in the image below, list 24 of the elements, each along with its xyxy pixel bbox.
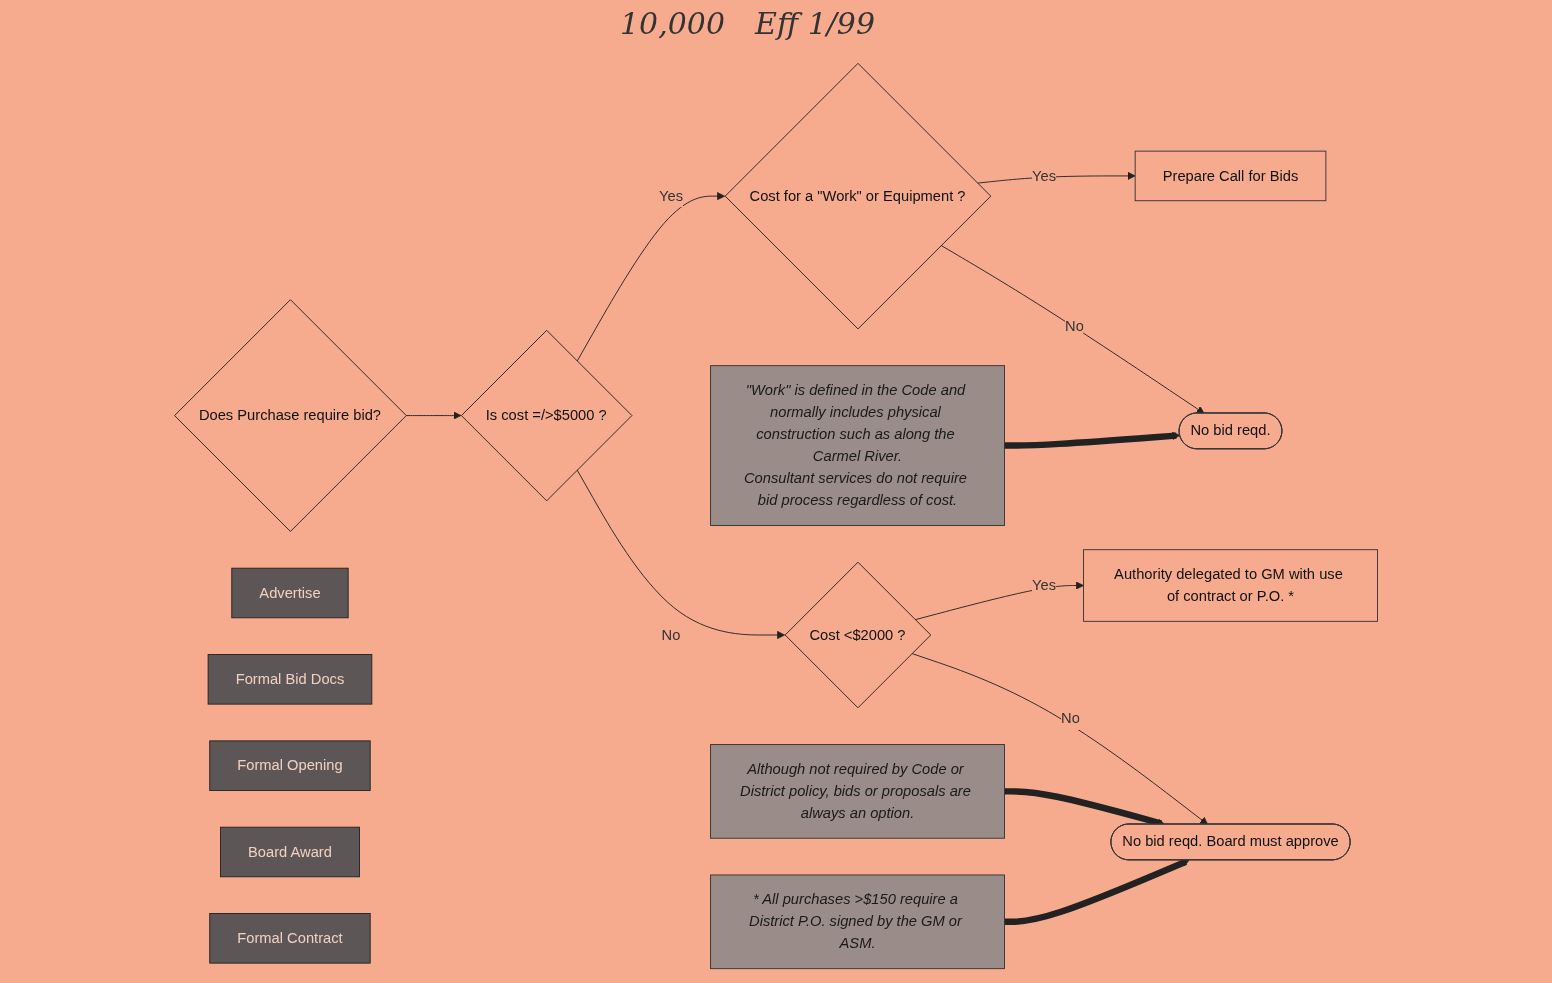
edge-label: No — [1061, 710, 1080, 727]
node-box: Although not required by Code or District policy, bids or proposals are always an option. — [710, 744, 1005, 839]
node-box: Board Award — [220, 826, 360, 878]
edge-label: Yes — [1032, 577, 1056, 593]
handwritten-note: 10,000 — [620, 6, 725, 41]
node-diamond: Cost <$2000 ? — [784, 561, 932, 709]
arrow — [1004, 858, 1190, 926]
edge-label: No — [661, 626, 681, 643]
node-box: * All purchases >$150 require a District P.O. signed by the GM or ASM. — [710, 874, 1005, 970]
arrow — [1004, 431, 1181, 449]
node-box: Formal Bid Docs — [207, 654, 373, 705]
node-box: Formal Opening — [209, 740, 371, 791]
node-diamond: Does Purchase require bid? — [174, 299, 407, 532]
edge-label: Yes — [659, 187, 684, 204]
node-box: "Work" is defined in the Code and normally includes physical construction such as along the Carmel River. Consultant services do not require bid process regardless of cost. — [710, 365, 1005, 526]
node-box: Authority delegated to GM with use of contract or P.O. * — [1083, 549, 1378, 622]
edge-label: No — [1065, 318, 1084, 334]
node-box: Prepare Call for Bids — [1134, 150, 1327, 202]
node-box: Formal Contract — [209, 913, 371, 964]
node-box: Advertise — [231, 567, 349, 619]
node-diamond: Cost for a "Work" or Equipment ? — [724, 62, 992, 330]
edge-label: Yes — [1032, 167, 1056, 184]
node-diamond: Is cost =/>$5000 ? — [460, 329, 633, 502]
handwritten-note: Eff 1/99 — [755, 6, 876, 41]
